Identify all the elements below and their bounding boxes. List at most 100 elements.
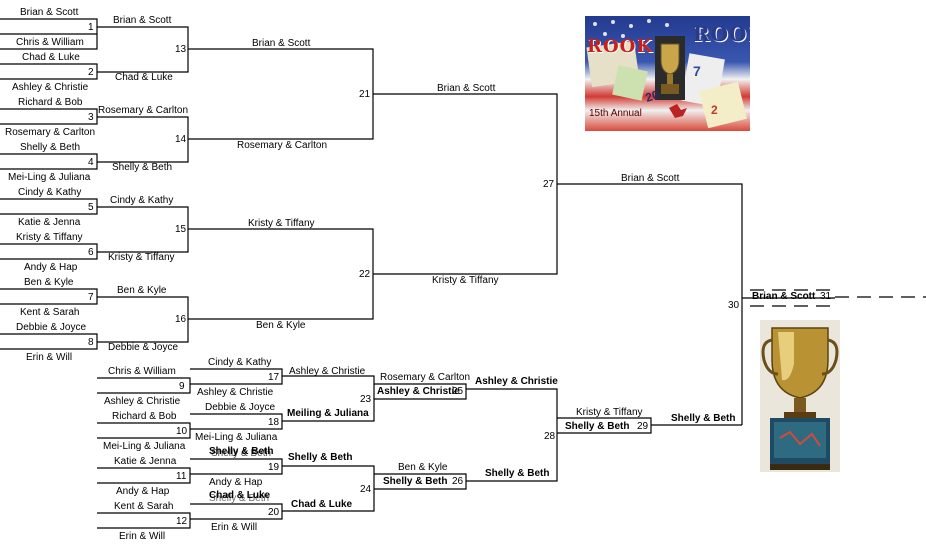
team-label: Cindy & Kathy (110, 195, 174, 206)
team-label: Shelly & Beth (20, 142, 81, 153)
team-label: Erin & Will (119, 531, 166, 542)
team-label: Erin & Will (211, 522, 258, 533)
team-label: Kent & Sarah (114, 501, 174, 512)
team-label: Ben & Kyle (24, 277, 74, 288)
logo-graphics: 20 7 2 (586, 19, 748, 129)
team-label: Chad & Luke (115, 72, 173, 83)
match-number: 2 (88, 67, 94, 78)
team-label: Mei-Ling & Juliana (195, 432, 278, 443)
team-label: Chris & William (16, 37, 84, 48)
team-label: Debbie & Joyce (205, 402, 276, 413)
team-label: Shelly & Beth (565, 421, 630, 432)
rook-logo: 20 7 2 ROOK ROOK 15th Annual (585, 16, 750, 131)
match-number: 29 (637, 421, 649, 432)
team-label: Rosemary & Carlton (98, 105, 189, 116)
team-label: Katie & Jenna (114, 456, 177, 467)
team-label: Chad & Luke (22, 52, 80, 63)
team-label: Andy & Hap (116, 486, 170, 497)
match-number: 6 (88, 247, 94, 258)
svg-text:20: 20 (644, 87, 661, 105)
match-number: 15 (175, 224, 187, 235)
match-number: 28 (544, 431, 556, 442)
team-label: Brian & Scott (621, 173, 680, 184)
champion-label: Brian & Scott (752, 291, 816, 302)
match-number: 31 (820, 291, 832, 302)
logo-word-right: ROOK (693, 22, 750, 46)
team-label-overlap: Shelly & Beth (211, 448, 272, 459)
team-label: Kristy & Tiffany (108, 252, 175, 263)
team-label: Kent & Sarah (20, 307, 80, 318)
match-number: 18 (268, 417, 280, 428)
match-number: 30 (728, 300, 740, 311)
team-label: Debbie & Joyce (16, 322, 87, 333)
match-number: 5 (88, 202, 94, 213)
team-label: Meiling & Juliana (287, 408, 369, 419)
team-label: Brian & Scott (113, 15, 172, 26)
team-label: Ashley & Christie (289, 366, 366, 377)
match-number: 8 (88, 337, 94, 348)
team-label: Ashley & Christie (12, 82, 89, 93)
svg-text:2: 2 (711, 103, 718, 117)
match-number: 14 (175, 134, 187, 145)
team-label: Katie & Jenna (18, 217, 81, 228)
team-label: Andy & Hap (209, 477, 263, 488)
team-label: Chris & William (108, 366, 176, 377)
match-number: 16 (175, 314, 187, 325)
team-label: Kristy & Tiffany (16, 232, 83, 243)
match-number: 27 (543, 179, 555, 190)
match-number: 7 (88, 292, 94, 303)
logo-word-left: ROOK (587, 36, 653, 57)
team-label: Ashley & Christie (377, 386, 460, 397)
svg-text:7: 7 (693, 63, 701, 79)
team-label: Chad & Luke (209, 490, 271, 501)
match-number: 17 (268, 372, 280, 383)
team-label: Andy & Hap (24, 262, 78, 273)
team-label: Debbie & Joyce (108, 342, 179, 353)
trophy-icon (760, 320, 840, 472)
team-label: Kristy & Tiffany (432, 275, 499, 286)
team-label: Brian & Scott (252, 38, 311, 49)
match-number: 13 (175, 44, 187, 55)
team-label: Mei-Ling & Juliana (103, 441, 186, 452)
team-label: Chad & Luke (291, 499, 353, 510)
team-label: Ben & Kyle (398, 462, 448, 473)
match-number: 9 (179, 381, 185, 392)
match-number: 4 (88, 157, 94, 168)
match-number: 1 (88, 22, 94, 33)
match-number: 10 (176, 426, 188, 437)
team-label: Shelly & Beth (671, 413, 736, 424)
team-label: Cindy & Kathy (18, 187, 82, 198)
match-number: 20 (268, 507, 280, 518)
team-label: Brian & Scott (437, 83, 496, 94)
team-label: Richard & Bob (18, 97, 83, 108)
match-number: 23 (360, 394, 372, 405)
match-number: 19 (268, 462, 280, 473)
match-number: 25 (452, 386, 464, 397)
team-label: Ashley & Christie (475, 376, 558, 387)
team-label: Shelly & Beth (112, 162, 173, 173)
team-label: Ben & Kyle (117, 285, 167, 296)
team-label-overlap: Shelly & Beth (209, 493, 270, 504)
match-number: 12 (176, 516, 188, 527)
logo-caption: 15th Annual (589, 108, 642, 119)
team-label: Erin & Will (26, 352, 73, 363)
team-label: Ashley & Christie (197, 387, 274, 398)
team-label: Richard & Bob (112, 411, 177, 422)
match-number: 3 (88, 112, 94, 123)
team-label: Rosemary & Carlton (237, 140, 328, 151)
trophy-graphic (761, 327, 839, 470)
team-label: Ben & Kyle (256, 320, 306, 331)
team-label: Ashley & Christie (104, 396, 181, 407)
team-label: Cindy & Kathy (208, 357, 272, 368)
match-number: 22 (359, 269, 371, 280)
team-label: Rosemary & Carlton (380, 372, 471, 383)
match-number: 26 (452, 476, 464, 487)
team-label: Shelly & Beth (485, 468, 550, 479)
match-number: 11 (176, 471, 187, 482)
team-label: Mei-Ling & Juliana (8, 172, 91, 183)
team-label: Shelly & Beth (383, 476, 448, 487)
team-label: Rosemary & Carlton (5, 127, 96, 138)
team-label: Shelly & Beth (209, 446, 274, 457)
